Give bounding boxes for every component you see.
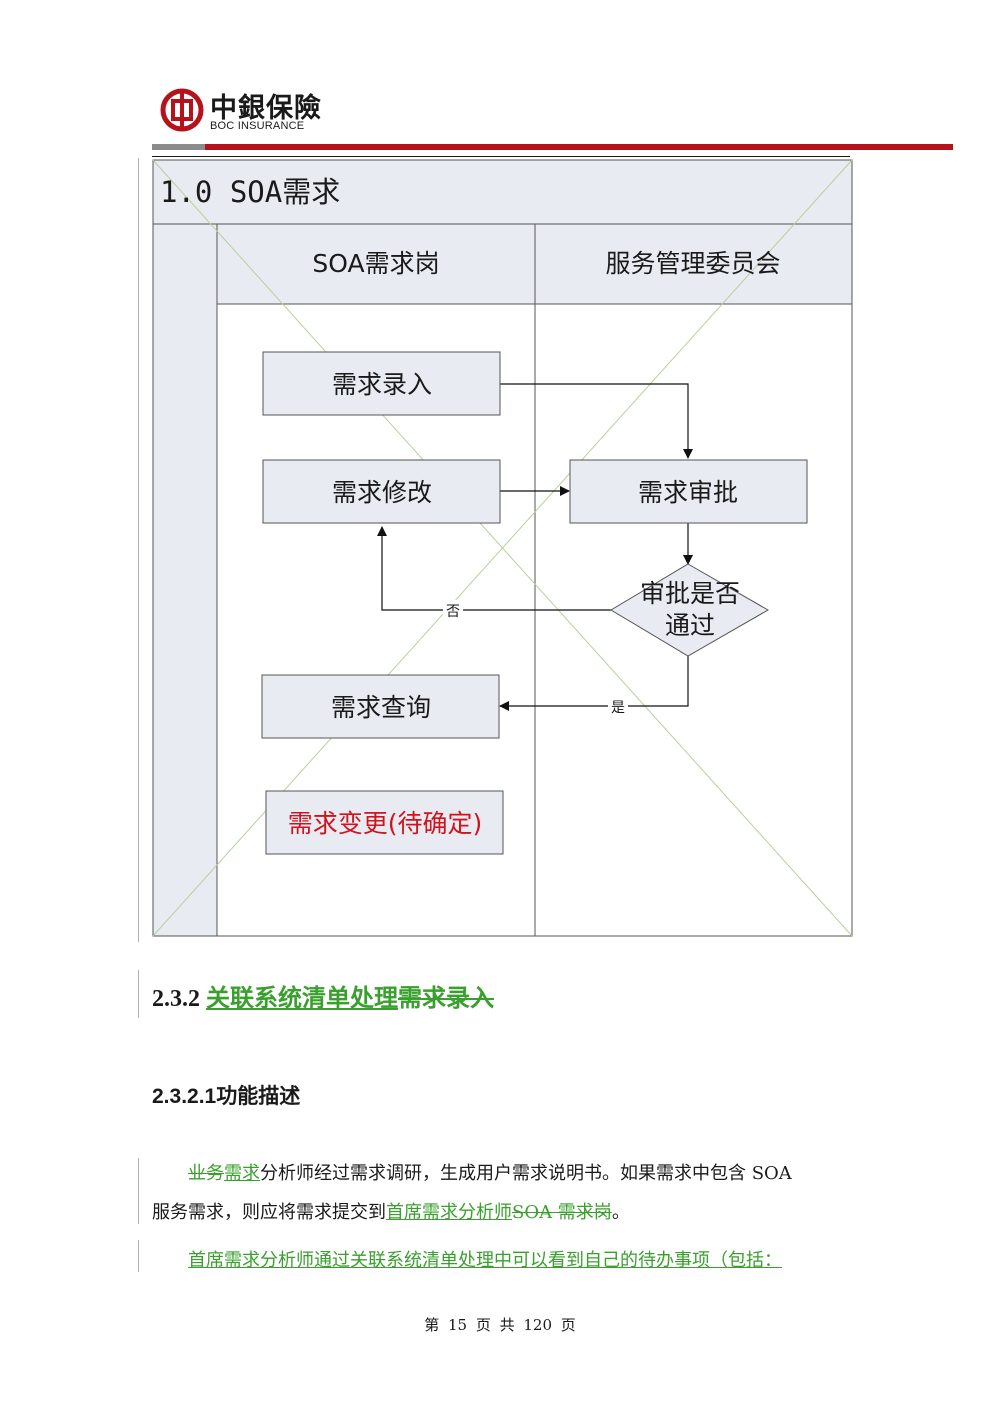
box-approve-label: 需求审批 (638, 478, 738, 507)
logo-chinese-name: 中銀保險 (210, 93, 322, 124)
diagram-title: 1.0 SOA需求 (160, 175, 340, 209)
box-approve (569, 459, 808, 524)
box-modify-label: 需求修改 (332, 478, 432, 507)
paragraph-1-line-1: 业务需求分析师经过需求调研，生成用户需求说明书。如果需求中包含 SOA (152, 1157, 792, 1191)
left-band (152, 223, 218, 937)
arrow-decision-no (377, 526, 611, 611)
label-yes: 是 (611, 700, 625, 716)
section-title-deleted: 需求录入 (398, 986, 494, 1012)
flow-diagram: 1.0 SOA需求 SOA需求岗 服务管理委员会 否 是 需求录入 需求修改 需… (152, 159, 853, 937)
inserted-text: 需求 (224, 1163, 260, 1184)
box-entry-label: 需求录入 (332, 370, 432, 399)
section-number: 2.3.2 (152, 986, 200, 1012)
title-band (152, 159, 853, 225)
lane-header-committee (534, 223, 853, 305)
change-bar (138, 970, 139, 1018)
paragraph-text: 分析师经过需求调研，生成用户需求说明书。如果需求中包含 SOA (260, 1163, 792, 1184)
section-heading: 2.3.2 关联系统清单处理需求录入 (152, 978, 494, 1013)
deleted-text: SOA 需求岗 (512, 1202, 612, 1223)
arrow-entry-to-approve (500, 383, 693, 459)
paragraph-text: 。 (611, 1202, 630, 1223)
box-query (261, 674, 500, 739)
box-change (265, 790, 504, 855)
section-title-inserted: 关联系统清单处理 (206, 986, 398, 1012)
paragraph-1-line-2: 服务需求，则应将需求提交到首席需求分析师SOA 需求岗。 (152, 1196, 630, 1230)
change-bar (138, 158, 139, 942)
paragraph-text: 服务需求，则应将需求提交到 (152, 1202, 386, 1223)
arrow-decision-yes (499, 656, 689, 711)
header-rule-grey (152, 144, 205, 150)
change-bar (138, 1158, 139, 1224)
label-no: 否 (446, 604, 460, 620)
header-rule-thin (152, 156, 850, 157)
box-entry (262, 351, 501, 416)
lane-title-committee: 服务管理委员会 (605, 249, 780, 278)
decision-label-line1: 审批是否 (640, 579, 740, 608)
inserted-text: 首席需求分析师通过关联系统清单处理中可以看到自己的待办事项（包括： (188, 1250, 782, 1271)
box-query-label: 需求查询 (331, 693, 431, 722)
decision-label-line2: 通过 (665, 611, 715, 640)
box-modify (262, 459, 501, 524)
boc-logo-icon (160, 88, 204, 132)
decision-diamond (610, 563, 770, 657)
change-bar (138, 1240, 139, 1272)
paragraph-2-line-1: 首席需求分析师通过关联系统清单处理中可以看到自己的待办事项（包括： (152, 1244, 782, 1278)
logo-english-name: BOC INSURANCE (210, 120, 305, 132)
subsection-heading: 2.3.2.1功能描述 (152, 1085, 301, 1108)
lane-title-soa: SOA需求岗 (312, 249, 439, 278)
box-change-label: 需求变更(待确定) (288, 809, 483, 838)
deleted-text: 业务 (188, 1163, 224, 1184)
header-rule-red (205, 144, 953, 150)
lane-header-soa (216, 223, 536, 305)
page-footer: 第 15 页 共 120 页 (424, 1316, 576, 1334)
inserted-text: 首席需求分析师 (386, 1202, 512, 1223)
